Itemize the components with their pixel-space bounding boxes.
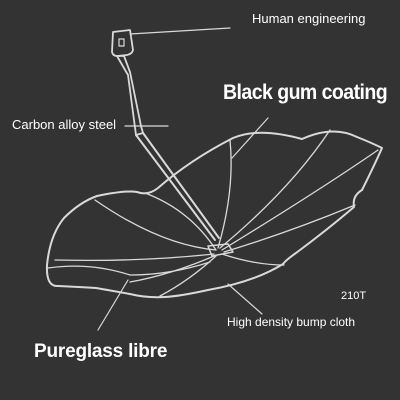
leader-high-density-bump-cloth: [227, 283, 263, 315]
handle-grip: [116, 55, 144, 136]
canopy-seams: [54, 129, 379, 297]
umbrella-handle: [111, 29, 134, 57]
canopy-inner-edge: [47, 261, 211, 276]
canopy-outline: [45, 130, 383, 299]
handle-button: [118, 38, 125, 47]
carbon-alloy-steel-shaft: [135, 132, 220, 241]
label-fabric-code: 210T: [341, 290, 367, 302]
label-human-engineering: Human engineering: [252, 11, 366, 26]
leader-pureglass-libre: [97, 279, 129, 331]
leader-human-engineering: [129, 27, 231, 35]
label-pureglass-libre: Pureglass libre: [34, 341, 168, 362]
umbrella-hub: [207, 243, 234, 257]
label-carbon-alloy-steel: Carbon alloy steel: [12, 117, 117, 132]
leader-black-gum-coating: [231, 117, 269, 159]
label-black-gum-coating: Black gum coating: [223, 81, 388, 104]
label-high-density-bump-cloth: High density bump cloth: [227, 315, 356, 329]
